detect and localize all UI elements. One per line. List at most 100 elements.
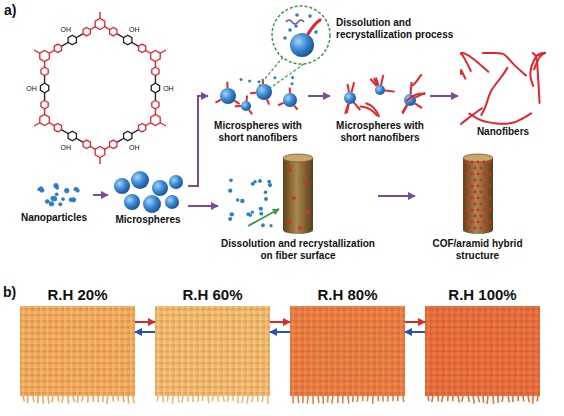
nanoparticle <box>64 188 69 193</box>
warp-thread <box>106 306 109 396</box>
stage-node: COF/aramid hybrid structure <box>415 150 540 264</box>
warp-thread <box>487 306 490 396</box>
microsphere <box>152 180 168 196</box>
humidity-label: R.H 100% <box>425 286 540 303</box>
fabric-fringe <box>292 396 294 404</box>
bond <box>142 120 155 128</box>
fabric-fringe <box>486 396 489 404</box>
bond <box>262 79 265 84</box>
photo-node: R.H 60% <box>155 286 270 402</box>
weft-thread <box>155 362 270 365</box>
bond <box>128 40 142 48</box>
fabric-fringe <box>442 396 443 402</box>
warp-thread <box>475 306 478 396</box>
fabric-fringe <box>207 396 209 403</box>
fabric-fringe <box>536 396 538 401</box>
warp-thread <box>58 306 61 396</box>
microsphere <box>124 194 140 210</box>
fabric-photo <box>20 306 135 404</box>
process-arrow <box>270 331 290 333</box>
fabric-fringe <box>387 396 389 401</box>
nanofiber <box>412 75 422 86</box>
fabric-fringe <box>478 396 479 402</box>
warp-thread <box>535 306 538 396</box>
process-arrow <box>405 321 425 323</box>
bond <box>376 77 379 85</box>
weft-thread <box>290 392 405 395</box>
benzene-ring <box>54 44 61 52</box>
bond <box>44 56 45 71</box>
fabric-photo <box>155 306 270 404</box>
warp-thread <box>187 306 190 396</box>
weft-thread <box>290 386 405 389</box>
process-arrow <box>378 195 415 197</box>
warp-thread <box>427 306 430 396</box>
fabric-fringe <box>62 396 63 403</box>
microsphere <box>241 101 251 111</box>
warp-thread <box>322 306 325 396</box>
fiber-picture <box>228 154 313 234</box>
weft-thread <box>20 350 135 353</box>
nanofiber <box>534 53 545 69</box>
cof-dot <box>489 161 492 164</box>
warp-thread <box>157 306 160 396</box>
benzene-ring <box>124 131 132 141</box>
warp-thread <box>451 306 454 396</box>
leader-line <box>270 64 304 88</box>
bond <box>45 48 58 56</box>
fabric-fringe <box>187 396 189 402</box>
fabric <box>425 306 540 396</box>
weft-thread <box>20 362 135 365</box>
weft-thread <box>425 386 540 389</box>
fabric-fringe <box>246 396 248 404</box>
benzene-ring <box>138 123 145 131</box>
fabric-fringe <box>27 396 29 403</box>
nanoparticle <box>267 180 271 184</box>
microsphere <box>283 93 297 107</box>
warp-thread <box>94 306 97 396</box>
photo-node: R.H 100% <box>425 286 540 402</box>
benzene-ring <box>40 51 50 62</box>
cof-dot <box>468 203 471 206</box>
fabric-fringe <box>402 396 404 402</box>
cof-dot <box>298 226 302 230</box>
weft-thread <box>425 314 540 317</box>
fabric <box>290 306 405 396</box>
warp-thread <box>346 306 349 396</box>
warp-thread <box>46 306 49 396</box>
fabric-fringe <box>392 396 394 401</box>
nanoparticle <box>253 180 257 184</box>
nanoparticle <box>268 183 272 187</box>
fabric-fringe <box>127 396 129 404</box>
nanoparticle <box>74 187 78 191</box>
bond <box>128 128 142 136</box>
cof-dot <box>474 179 477 182</box>
warp-thread <box>433 306 436 396</box>
fabric-fringe <box>522 396 524 402</box>
cof-dot <box>468 167 471 170</box>
bond <box>347 104 349 113</box>
weft-thread <box>290 368 405 371</box>
nanoparticle <box>240 78 243 81</box>
fabric-fringe <box>197 396 199 402</box>
nanoparticle <box>294 24 298 28</box>
fabric-fringe <box>252 396 253 402</box>
weft-thread <box>425 362 540 365</box>
warp-thread <box>376 306 379 396</box>
nanoparticle <box>246 212 250 216</box>
bond <box>374 78 378 85</box>
bond <box>347 84 348 92</box>
warp-thread <box>400 306 403 396</box>
bond <box>267 99 269 104</box>
stage-caption: Nanoparticles <box>15 212 93 224</box>
fabric-fringe <box>182 396 183 403</box>
hydroxyl-label: OH <box>163 85 174 92</box>
bond <box>370 79 376 86</box>
nanoparticles-picture <box>37 183 79 206</box>
stage-node: Microspheres with short nanofibers <box>330 72 430 146</box>
cof-dot <box>471 209 474 212</box>
fabric <box>20 306 135 396</box>
nanofiber <box>483 53 526 75</box>
hydroxyl-label: OH <box>61 144 72 151</box>
